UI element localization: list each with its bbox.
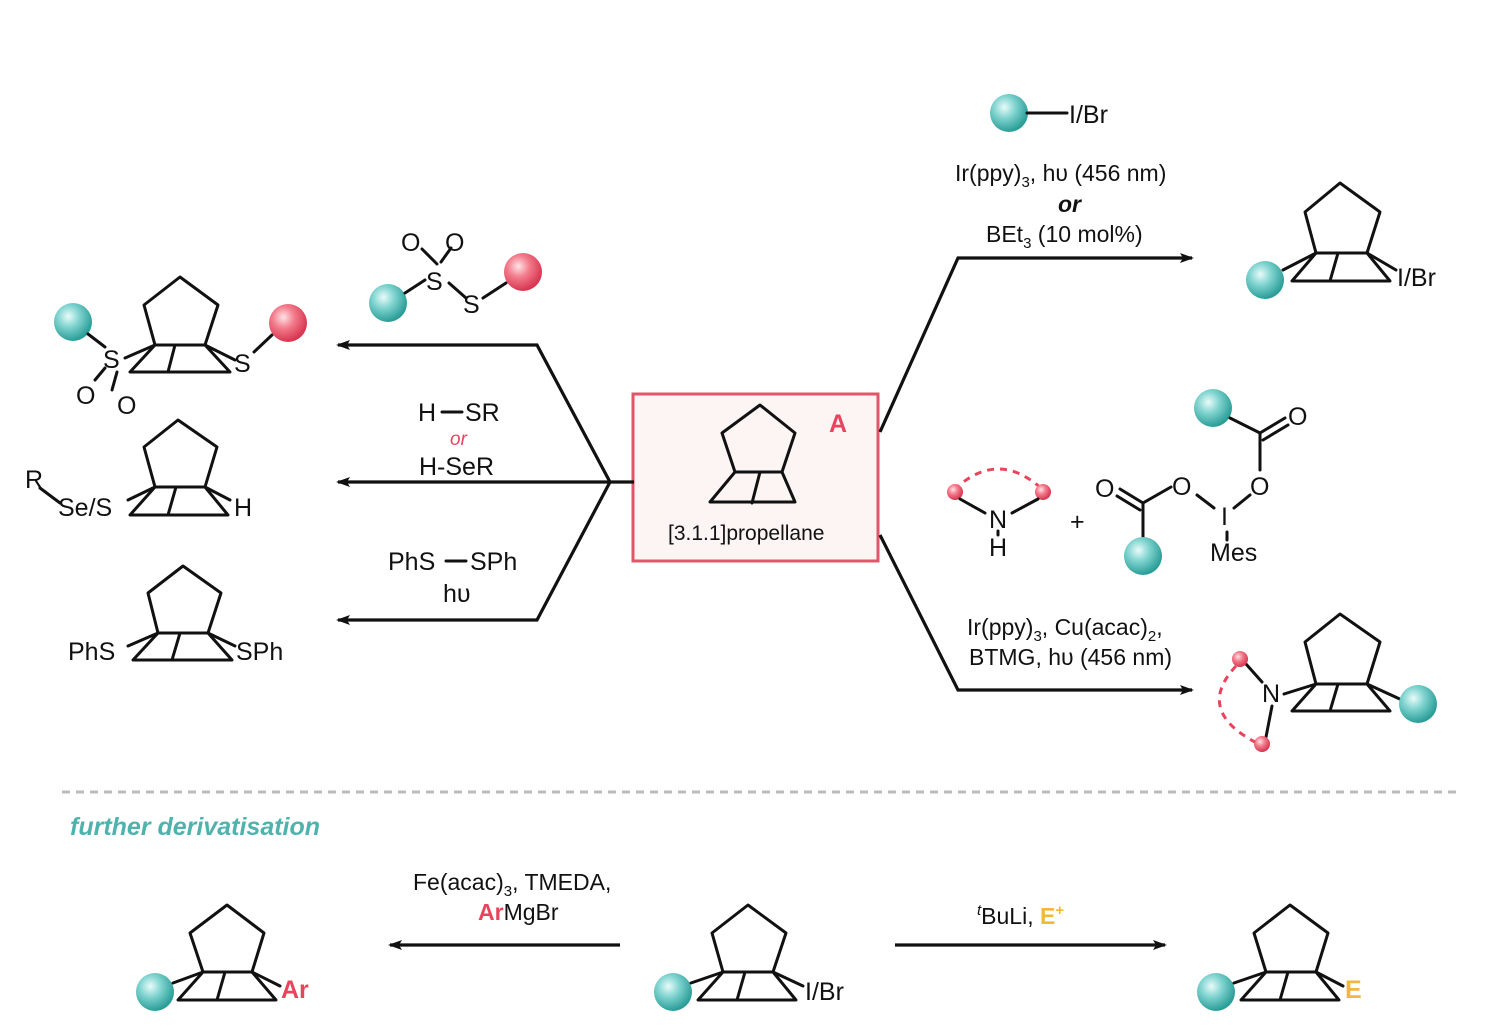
disulfide-conditions: PhS SPh hυ [388,548,517,608]
product-SeS: Se/S [58,494,112,522]
iodane-oxygen-carbonyl-1: O [1288,403,1307,431]
cond-or: or [1058,191,1082,217]
teal-substituent [136,973,174,1011]
product-H: H [234,494,252,522]
red-substituent [947,484,963,500]
product-IBr: I/Br [1397,264,1436,292]
cond-tBuLi: tBuLi, E+ [977,902,1064,929]
teal-substituent [54,303,92,341]
cond-Irppy: Ir(ppy)3, hυ (456 nm) [955,160,1166,191]
cond-BEt3: BEt3 (10 mol%) [986,221,1143,252]
cond-SPh: SPh [470,548,517,576]
red-substituent [1232,651,1248,667]
cond-H: H [418,399,436,427]
product-E: E [1345,976,1362,1004]
iodane-oxygen-ester-2: O [1172,473,1191,501]
amination-conditions: Ir(ppy)3, Cu(acac)2, BTMG, hυ (456 nm) [967,614,1172,670]
alkyl-halide-reagent: I/Br [990,94,1108,132]
reagent-oxygen-2: O [445,229,464,257]
plus-sign: + [1070,508,1085,536]
electrophile-product: E [1197,903,1362,1011]
reagent-IBr: I/Br [1069,101,1108,129]
product-N: N [1262,680,1280,708]
teal-substituent [1194,389,1232,427]
cond-ArMgBr: ArMgBr [478,899,559,925]
box-letter: A [829,410,847,438]
product-R: R [25,466,43,494]
product-sulfur-1: S [103,346,120,374]
teal-substituent [369,284,407,322]
cond-HSeR: H-SeR [419,453,494,481]
product-SPh: SPh [236,638,283,666]
iodane-mes: Mes [1210,539,1257,567]
teal-substituent [990,94,1028,132]
reagent-oxygen-1: O [401,229,420,257]
right-arrows [878,253,1194,695]
product-oxygen-1: O [76,382,95,410]
red-substituent [269,304,307,342]
teal-substituent [1399,685,1437,723]
cyclic-amine-reagent: N H [947,467,1051,562]
product-sulfur-2: S [234,350,251,378]
lithiation-conditions: tBuLi, E+ [977,902,1064,929]
red-substituent [1254,736,1270,752]
product-PhS: PhS [68,638,115,666]
amine-N: N [989,506,1007,534]
teal-substituent [1246,261,1284,299]
thiol-conditions: H SR or H-SeR [418,399,500,481]
product-Ar: Ar [281,976,309,1004]
atra-conditions: Ir(ppy)3, hυ (456 nm) or BEt3 (10 mol%) [955,160,1166,252]
sulfonyl-sulfide-product: S O O S [54,275,307,420]
iodane-I: I [1221,503,1228,531]
iodide-starting-material: I/Br [654,903,844,1011]
teal-substituent [1197,973,1235,1011]
reagent-sulfur-1: S [426,268,443,296]
halide-product: I/Br [1246,181,1436,299]
iodane-oxygen-carbonyl-2: O [1095,475,1114,503]
propellane-structure [708,403,797,505]
red-substituent [504,253,542,291]
propellane-name: [3.1.1]propellane [668,522,824,545]
propellane-box: A [3.1.1]propellane [631,392,880,563]
bis-sulfide-product: PhS SPh [68,564,283,666]
amine-H: H [989,534,1007,562]
selenide-sulfide-product: R Se/S H [25,418,252,522]
start-IBr: I/Br [805,978,844,1006]
kumada-conditions: Fe(acac)3, TMEDA, ArMgBr [413,869,611,925]
iodane-oxygen-ester-1: O [1250,473,1269,501]
amine-product: N [1218,612,1437,752]
cond-Feacac: Fe(acac)3, TMEDA, [413,869,611,900]
left-arrows [336,340,634,625]
teal-substituent [1124,537,1162,575]
product-oxygen-2: O [117,392,136,420]
cond-SR: SR [465,399,500,427]
reagent-sulfur-2: S [463,291,480,319]
teal-substituent [654,973,692,1011]
cond-PhS: PhS [388,548,435,576]
cond-or: or [450,429,468,450]
cond-Ir-Cu: Ir(ppy)3, Cu(acac)2, [967,614,1163,645]
thiosulfonate-reagent: S O O S [369,229,542,322]
cond-hv: hυ [443,580,471,608]
cond-BTMG: BTMG, hυ (456 nm) [969,644,1172,670]
aryl-product: Ar [136,903,309,1011]
derivatisation-heading: further derivatisation [70,813,320,841]
hypervalent-iodine-reagent: O O I O O Mes [1095,389,1307,575]
red-substituent [1035,484,1051,500]
